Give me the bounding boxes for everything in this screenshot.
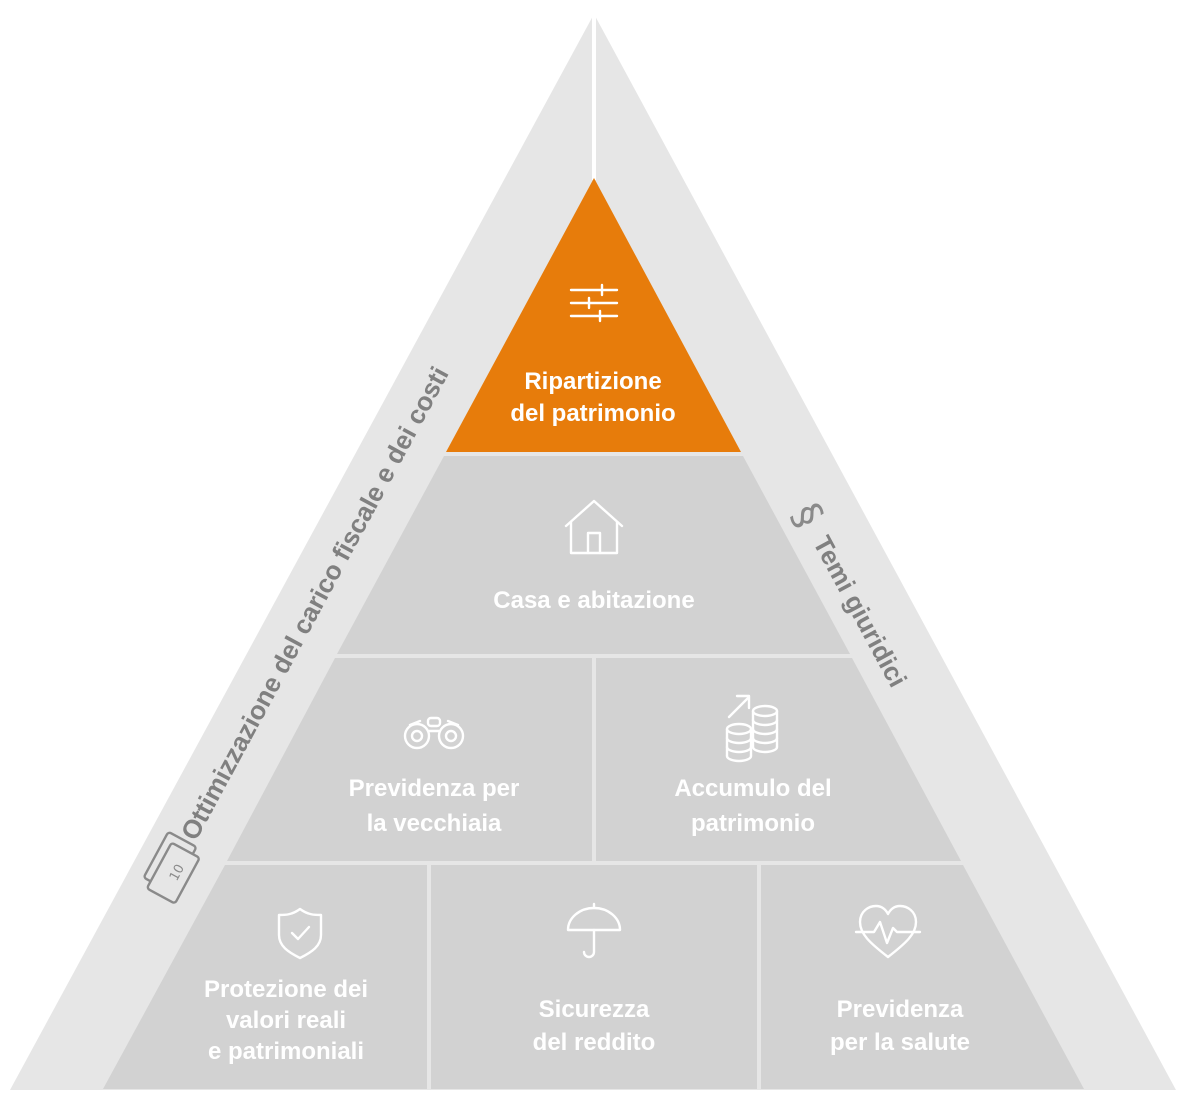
tier-bottom-right-label-line-1: Previdenza [837,996,964,1023]
tier-third-right [596,658,961,861]
coins-growth-icon [725,694,779,763]
heart-pulse-icon [854,904,922,959]
svg-text:10: 10 [167,862,188,884]
tier-third-right-label: Accumulo del patrimonio [674,775,831,837]
tax-document-icon: 10 [143,831,200,904]
tier-bottom-left [103,865,427,1089]
tier-second [337,456,850,654]
tier-bottom-left-label-line-1: Protezione dei [204,976,368,1003]
tier-bottom-right-label-line-2: per la salute [830,1029,970,1056]
tier-bottom-left-label-line-2: valori reali [226,1007,346,1034]
tier-third-left-label-line-1: Previdenza per [349,775,520,802]
tier-bottom-middle [431,865,757,1089]
tier-bottom-left-label: Protezione dei valori reali e patrimonia… [204,976,368,1065]
tier-second-label: Casa e abitazione [493,587,694,614]
shield-check-icon [277,907,323,960]
sliders-icon [569,283,619,323]
tier-bottom-middle-label: Sicurezza del reddito [533,996,656,1056]
umbrella-icon [566,902,622,959]
tier-bottom-middle-label-line-2: del reddito [533,1029,656,1056]
binoculars-icon [403,716,465,750]
tier-bottom-middle-label-line-1: Sicurezza [539,996,650,1023]
house-icon [564,499,624,555]
tier-top-label: Ripartizione del patrimonio [510,368,675,427]
tier-third-left-label-line-2: la vecchiaia [367,810,502,837]
tier-second-label-line-1: Casa e abitazione [493,587,694,614]
tier-bottom-right [761,865,1084,1089]
tier-top-label-line-1: Ripartizione [524,368,661,395]
tier-top-label-line-2: del patrimonio [510,400,675,427]
tier-bottom-left-label-line-3: e patrimoniali [208,1038,364,1065]
tier-third-right-label-line-2: patrimonio [691,810,815,837]
tier-third-left-label: Previdenza per la vecchiaia [349,775,520,837]
tier-third-left [227,658,592,861]
tier-bottom-right-label: Previdenza per la salute [830,996,970,1056]
tier-third-right-label-line-1: Accumulo del [674,775,831,802]
